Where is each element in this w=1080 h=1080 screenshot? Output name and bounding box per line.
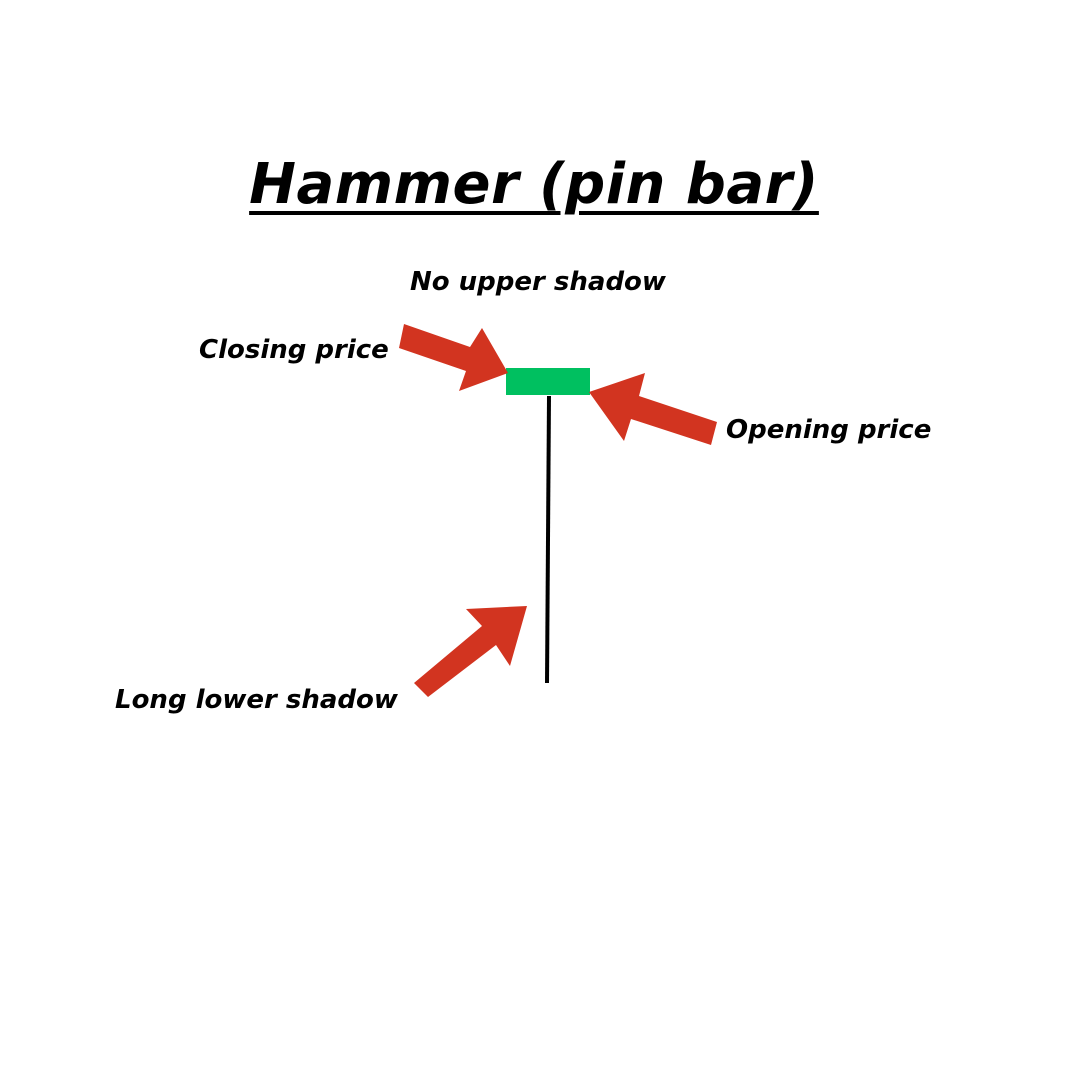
candle-lower-wick <box>545 395 551 684</box>
candle-body <box>506 368 590 395</box>
label-opening-price: Opening price <box>726 415 932 445</box>
lower-shadow-arrow <box>414 606 527 697</box>
closing-price-arrow <box>399 324 508 391</box>
diagram-title: Hammer (pin bar) <box>0 150 1068 220</box>
diagram-title-text: Hammer (pin bar) <box>249 152 819 217</box>
label-long-lower-shadow: Long lower shadow <box>115 685 398 715</box>
label-closing-price: Closing price <box>199 335 389 365</box>
opening-price-arrow <box>589 373 717 445</box>
label-no-upper-shadow: No upper shadow <box>410 267 666 297</box>
